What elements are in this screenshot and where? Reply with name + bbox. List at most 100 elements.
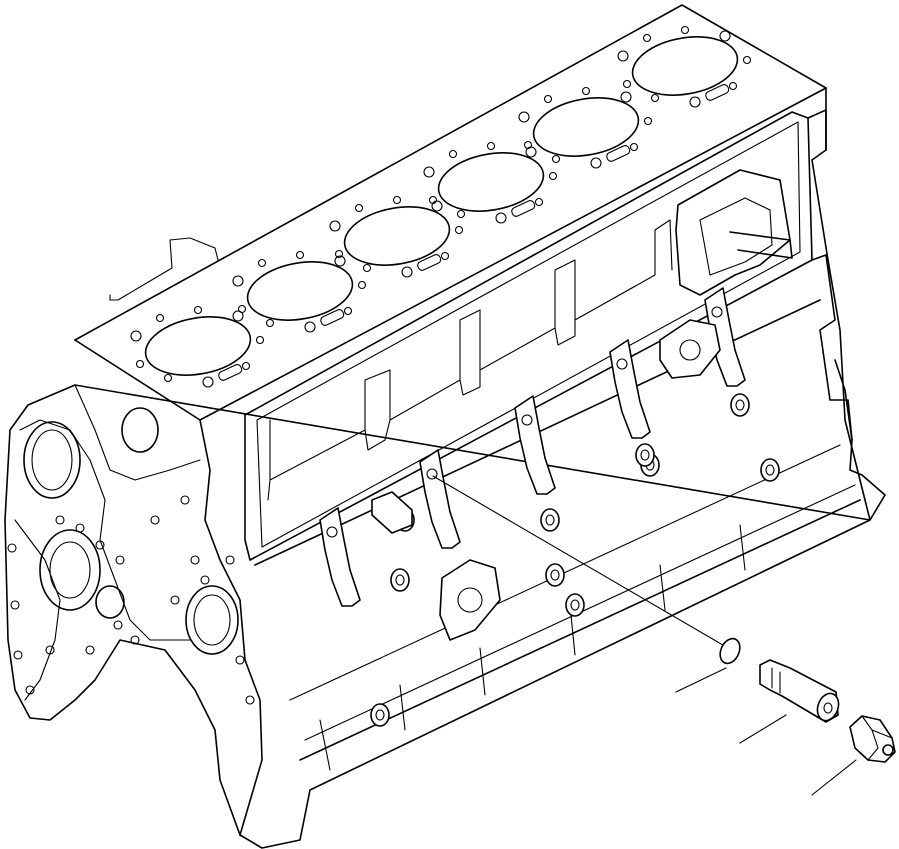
bolt-hole [45, 645, 55, 655]
deck-hole [689, 96, 701, 108]
callout-line-2 [739, 714, 787, 744]
bolt-hole [200, 575, 210, 585]
front-holes [23, 407, 239, 655]
deck-hole [495, 212, 507, 224]
deck-hole [431, 200, 443, 212]
deck-slot [606, 145, 631, 162]
cooler-cover [675, 169, 793, 296]
bolt-hole [113, 620, 123, 630]
deck-hole [304, 321, 316, 333]
deck-hole [329, 220, 341, 232]
bore-1 [144, 316, 252, 376]
deck-hole [135, 359, 145, 369]
arm-hole [326, 526, 338, 538]
bolt-hole [7, 543, 17, 553]
washer-icon [719, 637, 741, 665]
block-outline [4, 4, 886, 849]
deck-hole [343, 306, 353, 316]
deck-hole [155, 313, 165, 323]
boss [370, 703, 390, 727]
deck-hole [423, 166, 435, 178]
arm-hole [711, 306, 723, 318]
part-adapter [759, 659, 840, 723]
deck-hole [629, 142, 639, 152]
boss [390, 568, 410, 592]
arm-hole [521, 414, 533, 426]
deck-hole [742, 55, 752, 65]
deck-hole [518, 111, 530, 123]
leader-line [432, 475, 729, 649]
deck-hole [454, 225, 464, 235]
bolt-hole [10, 600, 20, 610]
deck-slot [218, 364, 243, 381]
boss-bore [640, 449, 650, 461]
deck-hole [163, 373, 173, 383]
boss [540, 508, 560, 532]
deck-hole [265, 318, 275, 328]
bulkhead-arm [514, 395, 556, 495]
deck-hole [257, 258, 267, 268]
callout-line-1 [675, 667, 727, 693]
part-washer [719, 637, 741, 665]
deck-hole [543, 94, 553, 104]
deck-hole [456, 209, 466, 219]
deck-hole [232, 275, 244, 287]
bolt-hole [170, 595, 180, 605]
deck-slot [705, 84, 730, 101]
bolt-hole [180, 495, 190, 505]
deck-slot [511, 200, 536, 217]
deck-hole [486, 141, 496, 151]
bolt-hole [85, 645, 95, 655]
deck-hole [643, 116, 653, 126]
deck-hole [193, 305, 203, 315]
boss-bore [395, 574, 405, 586]
bolt-hole [25, 685, 35, 695]
bolt-hole [150, 515, 160, 525]
front-small-holes [7, 495, 255, 705]
deck-hole [401, 266, 413, 278]
bolt-hole [190, 555, 200, 565]
deck-hole [130, 330, 142, 342]
deck-hole [255, 335, 265, 345]
deck-hole [295, 250, 305, 260]
front-face [199, 419, 263, 836]
boss-bore [545, 514, 555, 526]
deck-hole [440, 251, 450, 261]
bolt-hole [95, 540, 105, 550]
bolt-hole [225, 555, 235, 565]
deck-hole [428, 195, 438, 205]
deck-hole [650, 93, 660, 103]
bore-3 [343, 206, 451, 266]
deck-hole [719, 30, 731, 42]
boss [635, 443, 655, 467]
boss [730, 393, 750, 417]
bore-6 [631, 36, 739, 96]
boss-bore [765, 464, 775, 476]
deck-hole [590, 157, 602, 169]
bulkhead-arms [319, 287, 746, 607]
deck-hole [202, 376, 214, 388]
bolt-hole [13, 650, 23, 660]
deck-hole [237, 304, 247, 314]
deck-slot [320, 309, 345, 326]
deck-hole [354, 203, 364, 213]
deck-hole [362, 263, 372, 273]
bolt-hole [115, 555, 125, 565]
arm-hole [616, 358, 628, 370]
part-switch [849, 715, 896, 763]
deck-hole [357, 280, 367, 290]
boss-bore [735, 399, 745, 411]
boss-bore [550, 569, 560, 581]
deck-hole [334, 255, 346, 267]
boss [760, 458, 780, 482]
deck-hole [728, 81, 738, 91]
boss [565, 593, 585, 617]
deck-hole [642, 33, 652, 43]
callout-line-3 [811, 759, 857, 796]
deck-hole [620, 91, 632, 103]
deck-hole [534, 197, 544, 207]
deck-hole [334, 249, 344, 259]
bolt-hole [245, 695, 255, 705]
side-flanges [439, 319, 721, 641]
